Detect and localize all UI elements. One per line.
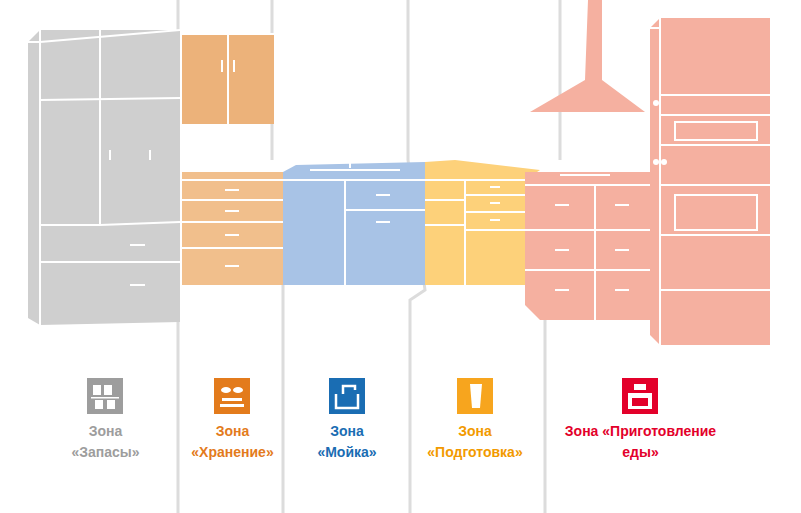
zone-label: Зона «Мойка»: [315, 421, 379, 463]
zone-label: Зона «Подготовка»: [425, 421, 525, 463]
zone-dividers: [178, 0, 560, 513]
sink-cabinet: [283, 144, 425, 285]
pantry-cabinet: [28, 30, 180, 325]
zone-label: Зона «Запасы»: [69, 421, 142, 463]
zone-label: Зона «Приготовление еды»: [561, 421, 720, 463]
zone-label: Зона «Хранение»: [189, 421, 276, 463]
dish-cabinets: [182, 34, 283, 285]
prep-cabinet: [425, 160, 540, 285]
cooking-area: [525, 0, 770, 345]
zone-icons: [87, 378, 658, 414]
